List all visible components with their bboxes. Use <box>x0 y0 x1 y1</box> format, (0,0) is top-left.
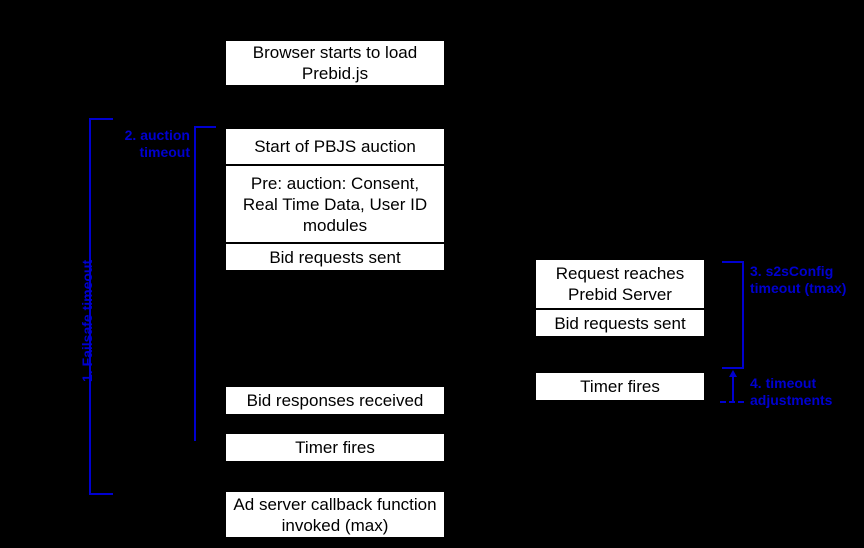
bracket-failsafe-top-tick <box>89 118 113 120</box>
timeout-adjustment-arrow-head <box>729 370 737 377</box>
box-bid-requests-sent-server-label: Bid requests sent <box>554 313 686 333</box>
annotation-timeout-adjustments: 4. timeout adjustments <box>750 375 833 408</box>
box-bid-responses-received: Bid responses received <box>225 386 445 415</box>
box-ad-server-callback: Ad server callback function invoked (max… <box>225 491 445 538</box>
bracket-auction-top-tick <box>194 126 216 128</box>
box-ad-server-callback-label: Ad server callback function invoked (max… <box>233 494 437 535</box>
box-pre-auction: Pre: auction: Consent, Real Time Data, U… <box>225 165 445 243</box>
box-request-reaches-server-label: Request reaches Prebid Server <box>555 264 685 304</box>
box-timer-fires-client-label: Timer fires <box>295 438 375 457</box>
box-auction-start: Start of PBJS auction <box>225 128 445 165</box>
box-timer-fires-server-label: Timer fires <box>580 377 660 396</box>
timeout-adjustment-baseline <box>720 401 744 403</box>
box-timer-fires-server: Timer fires <box>535 372 705 401</box>
box-timer-fires-client: Timer fires <box>225 433 445 462</box>
box-browser-load: Browser starts to load Prebid.js <box>225 40 445 86</box>
box-auction-start-label: Start of PBJS auction <box>254 137 416 156</box>
box-bid-requests-sent-label: Bid requests sent <box>269 247 401 267</box>
bracket-s2sconfig-bottom-tick <box>722 367 744 369</box>
box-pre-auction-label: Pre: auction: Consent, Real Time Data, U… <box>242 173 428 235</box>
annotation-failsafe-timeout: 1. Failsafe timeout <box>79 259 95 382</box>
box-browser-load-label: Browser starts to load Prebid.js <box>252 43 418 83</box>
bracket-s2sconfig-stem <box>742 261 744 369</box>
box-request-reaches-server: Request reaches Prebid Server <box>535 259 705 309</box>
bracket-auction-stem <box>194 126 196 441</box>
bracket-failsafe-bottom-tick <box>89 493 113 495</box>
annotation-auction-timeout: 2. auction timeout <box>124 127 190 160</box>
bracket-s2sconfig-top-tick <box>722 261 744 263</box>
box-bid-requests-sent: Bid requests sent <box>225 243 445 271</box>
timeout-adjustment-arrow-shaft <box>732 377 734 401</box>
bracket-failsafe-stem <box>89 118 91 495</box>
box-bid-requests-sent-server: Bid requests sent <box>535 309 705 337</box>
annotation-s2sconfig-timeout: 3. s2sConfig timeout (tmax) <box>750 263 847 296</box>
box-bid-responses-received-label: Bid responses received <box>246 391 424 410</box>
